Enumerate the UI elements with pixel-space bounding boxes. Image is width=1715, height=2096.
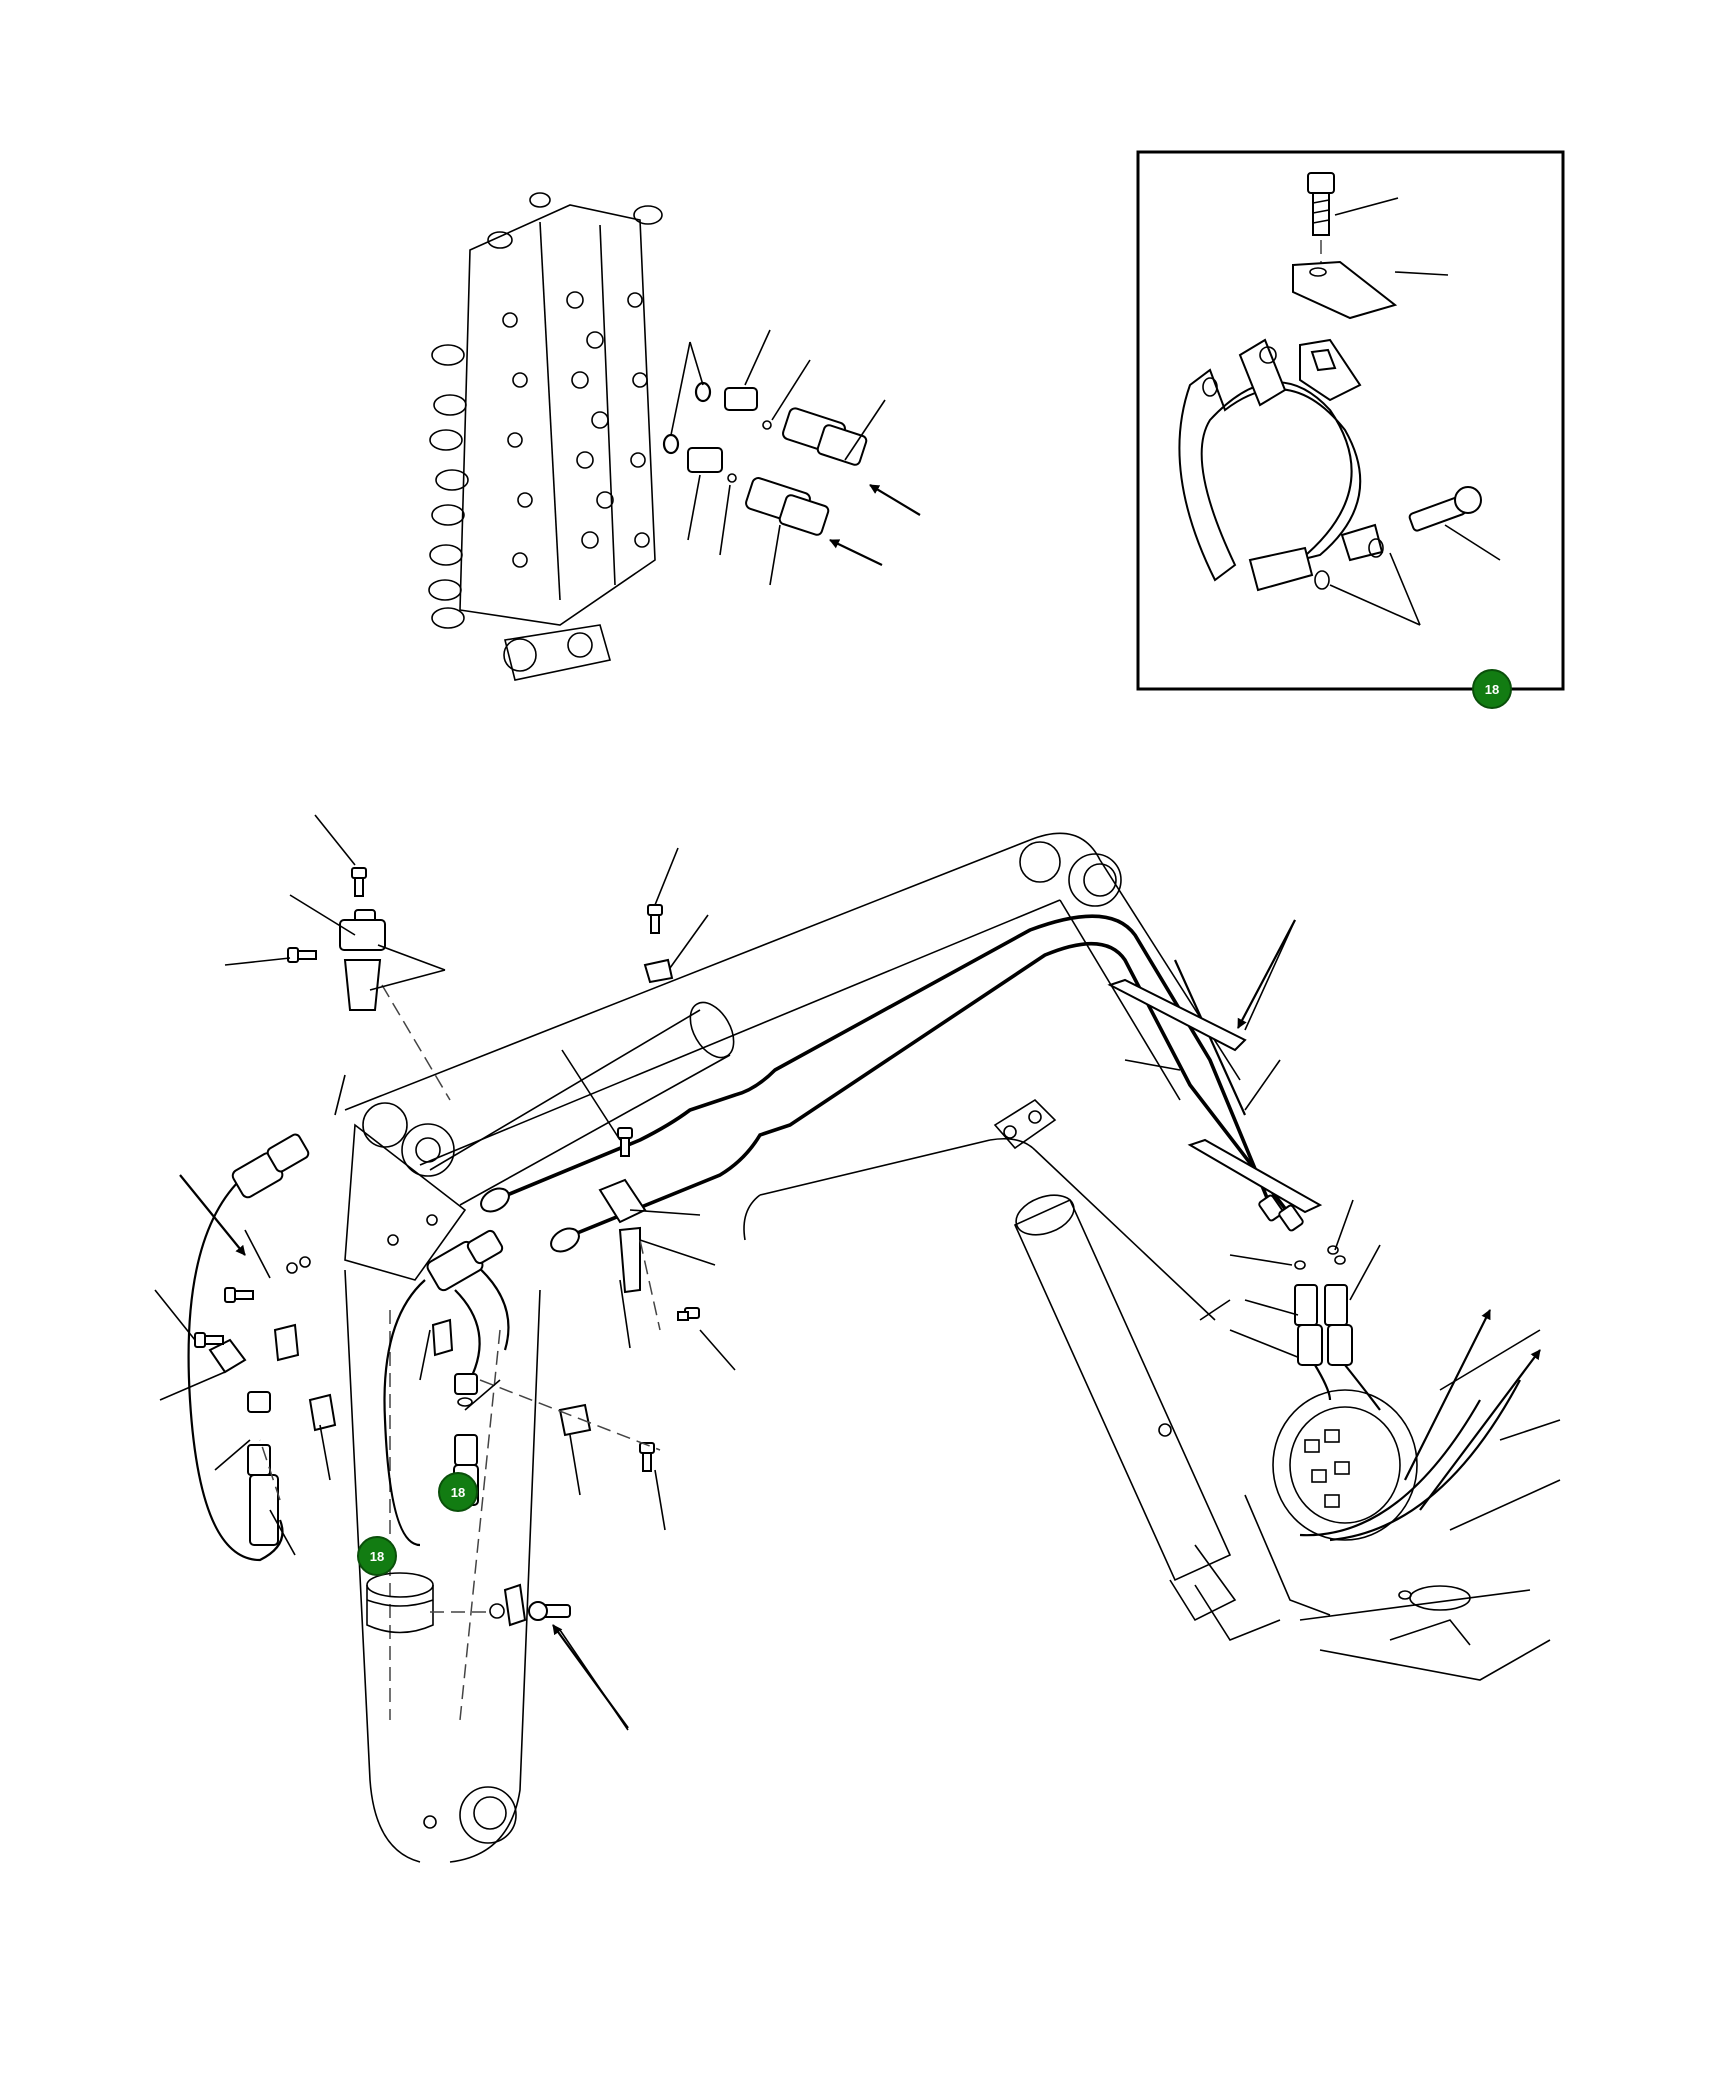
callout-badge-hose-right-label: 18 [451, 1485, 465, 1500]
callout-badge-hose-left-label: 18 [370, 1549, 384, 1564]
inset-bolt-top [1307, 172, 1335, 236]
swing-base [1194, 1299, 1561, 1681]
hydraulic-pipes [480, 914, 1304, 1253]
pipe-clamps [339, 909, 1323, 1294]
callout-badge-hose-right[interactable]: 18 [438, 1472, 478, 1512]
valve-ports [502, 291, 650, 568]
hoses-left [187, 1133, 592, 1562]
callout-badge-hose-left[interactable]: 18 [357, 1536, 397, 1576]
inset-clamp-ring [1178, 338, 1384, 592]
excavator-boom [344, 832, 1241, 1863]
valve-fittings [662, 329, 921, 586]
guide-lines [259, 984, 661, 1501]
clamp-detail-inset [1136, 150, 1565, 691]
fittings-right [1294, 1284, 1521, 1542]
inset-clamp-cap [1292, 260, 1398, 320]
arm-head [344, 1102, 467, 1281]
hardware-bolts [194, 867, 1346, 1627]
leader-lines [154, 814, 1381, 1731]
link-plate [993, 1098, 1057, 1150]
dipper-arm [344, 1269, 541, 1863]
arrows [179, 919, 1541, 1729]
callout-badge-inset-label: 18 [1485, 682, 1499, 697]
bucket-cylinder [366, 1572, 434, 1634]
arm-cylinder [429, 1001, 735, 1206]
boom-cylinder [1013, 1194, 1237, 1622]
control-valve-block [428, 192, 663, 681]
callout-badge-inset[interactable]: 18 [1472, 669, 1512, 709]
inset-bolt-right [1408, 486, 1482, 532]
valve-spools-left [428, 192, 663, 629]
